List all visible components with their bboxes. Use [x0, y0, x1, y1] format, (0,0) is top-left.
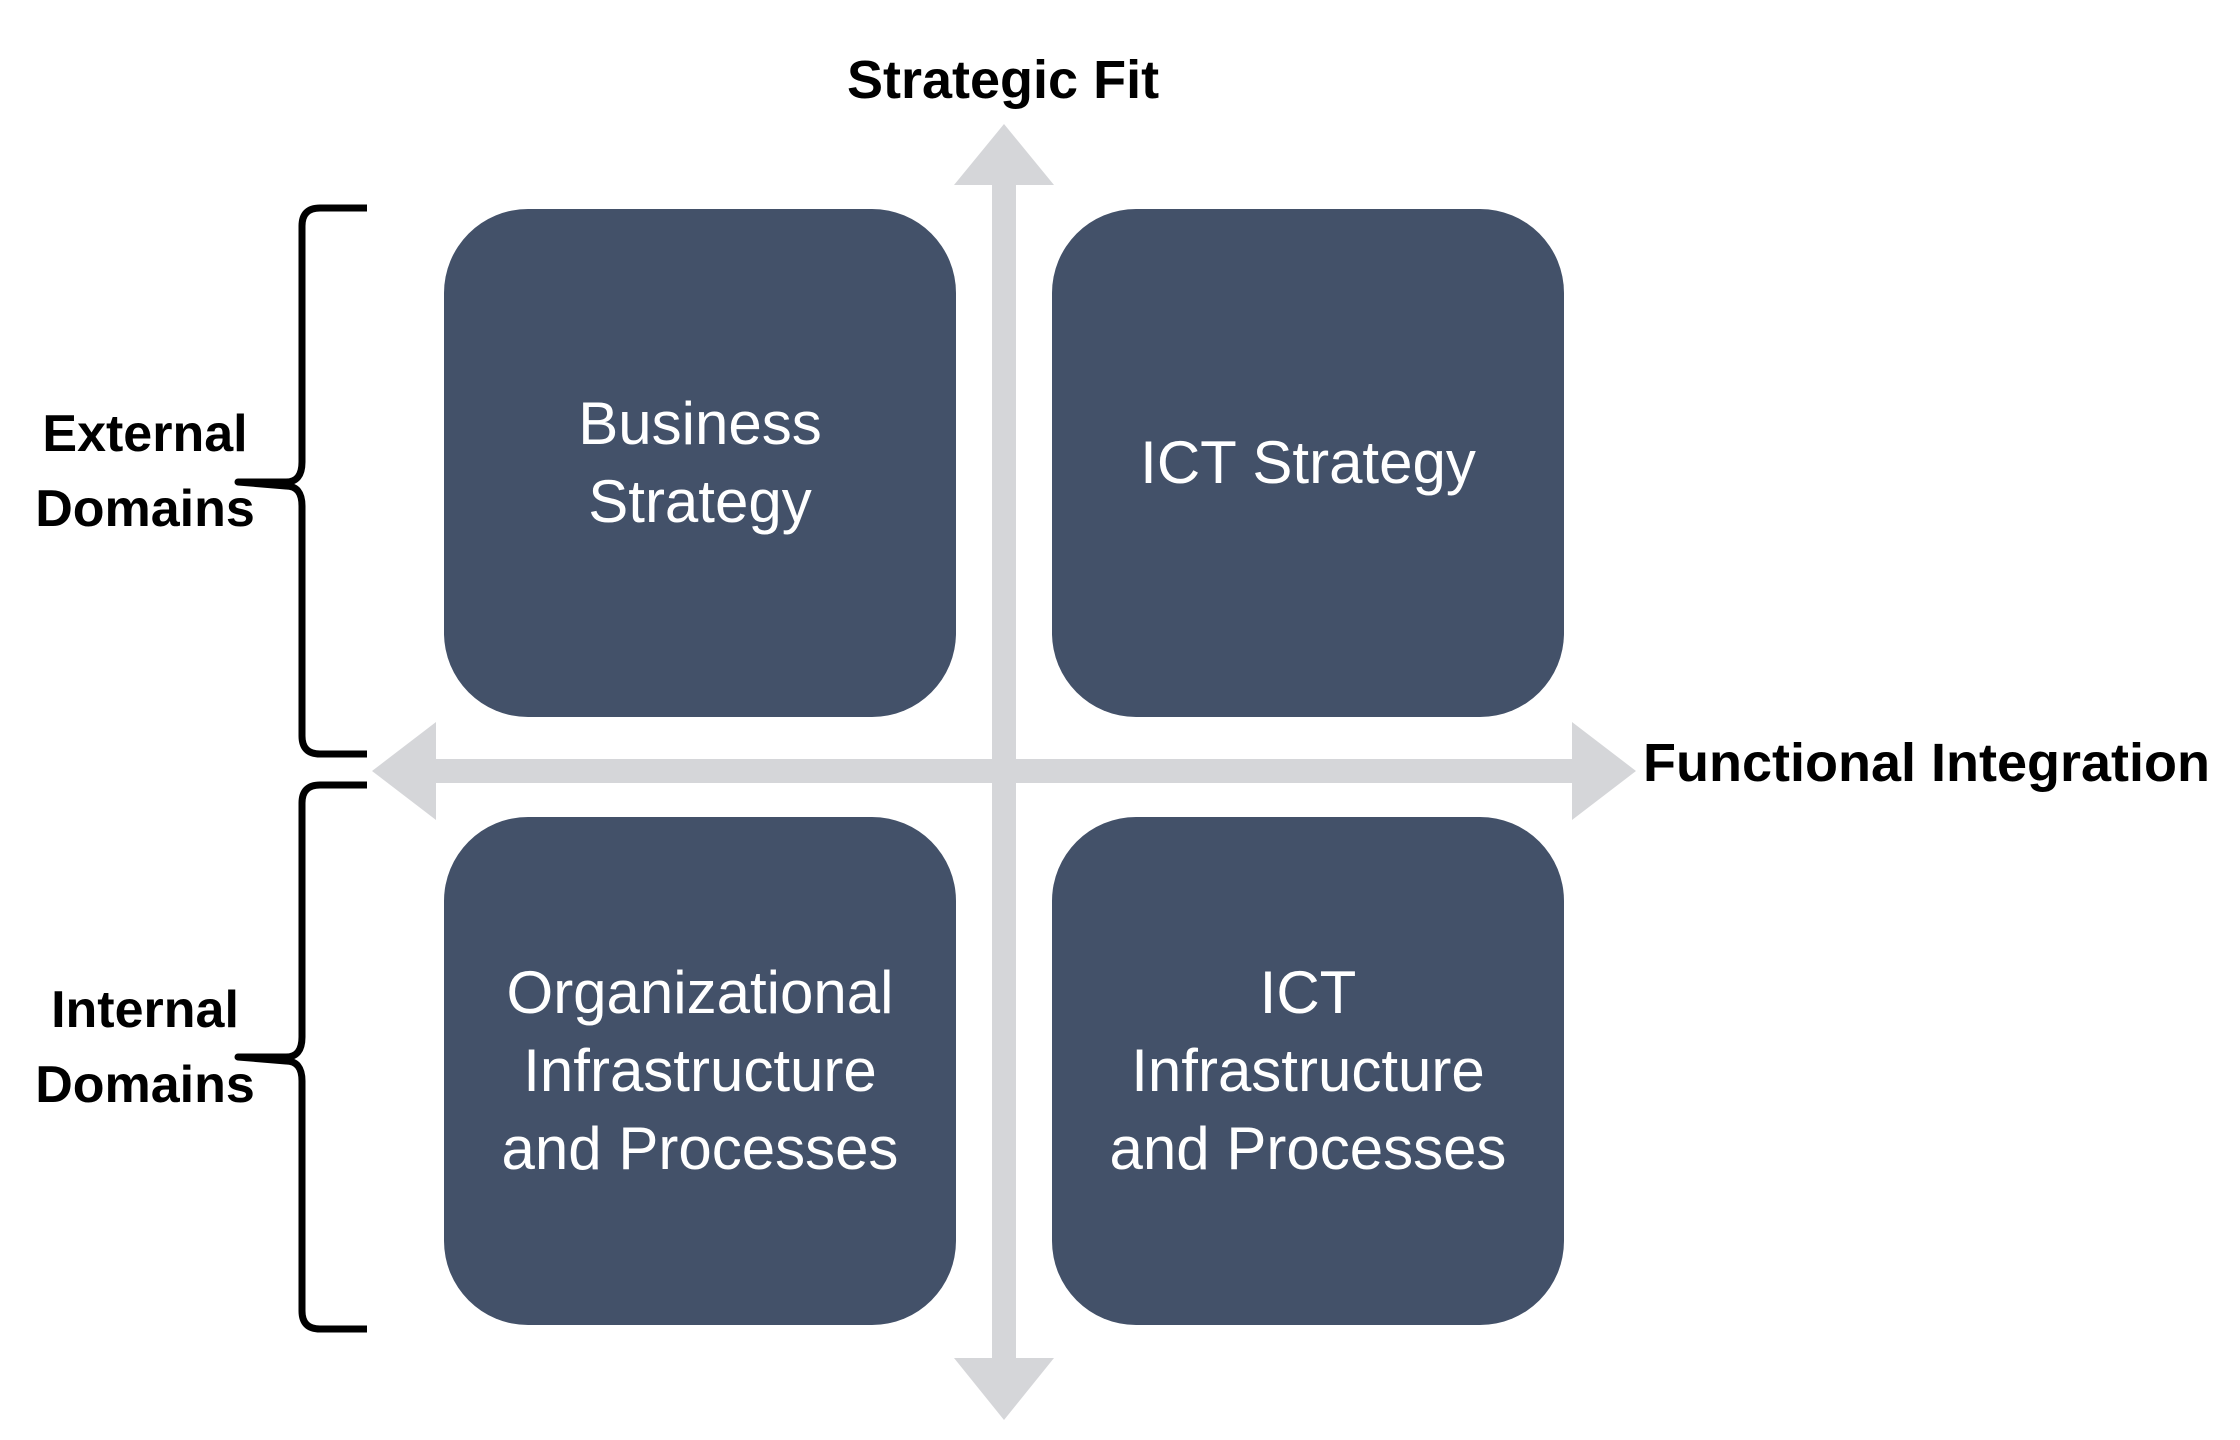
internal-domains-label-line2: Domains	[35, 1056, 255, 1114]
ict-infrastructure-box: ICT Infrastructure and Processes	[1052, 817, 1564, 1325]
internal-domains-brace	[234, 781, 367, 1333]
external-domains-brace	[234, 204, 367, 758]
external-domains-label-line2: Domains	[35, 480, 255, 538]
organizational-infrastructure-text: Organizational Infrastructure and Proces…	[501, 959, 899, 1182]
ict-infrastructure-text: ICT Infrastructure and Processes	[1109, 959, 1507, 1182]
organizational-infrastructure-box: Organizational Infrastructure and Proces…	[444, 817, 956, 1325]
vertical-axis-arrow	[954, 124, 1054, 1420]
ict-strategy-text: ICT Strategy	[1140, 429, 1476, 496]
strategic-fit-axis-label: Strategic Fit	[847, 50, 1160, 110]
external-domains-label: External Domains	[0, 397, 290, 547]
business-strategy-text: Business Strategy	[578, 390, 822, 535]
ict-strategy-box: ICT Strategy	[1052, 209, 1564, 717]
business-strategy-box: Business Strategy	[444, 209, 956, 717]
internal-domains-label: Internal Domains	[0, 973, 290, 1123]
external-domains-label-line1: External	[42, 405, 248, 463]
internal-domains-label-line1: Internal	[51, 981, 239, 1039]
functional-integration-axis-label: Functional Integration	[1643, 733, 2210, 793]
